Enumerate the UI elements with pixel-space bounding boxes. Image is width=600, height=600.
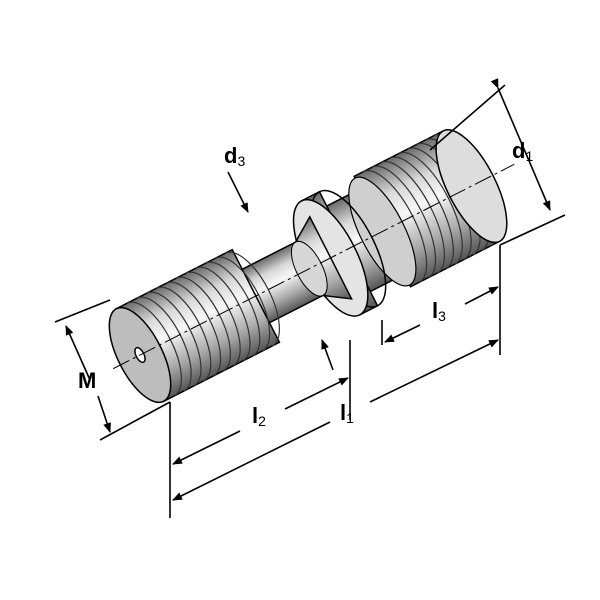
label-l1-main: l bbox=[340, 400, 347, 425]
thread-groove bbox=[371, 165, 437, 279]
label-l3-main: l bbox=[432, 298, 439, 323]
l1-dimension-arrow bbox=[172, 421, 331, 501]
l1-dimension-arrow bbox=[369, 339, 499, 403]
m-extension-line bbox=[99, 401, 171, 441]
center-axis bbox=[113, 163, 515, 370]
d1-dimension-arrow bbox=[490, 78, 551, 211]
l2-dimension-arrow bbox=[172, 430, 241, 465]
label-l2: l2 bbox=[252, 403, 266, 429]
label-d3: d3 bbox=[224, 143, 246, 169]
label-l3: l3 bbox=[432, 298, 446, 324]
pull-stud-body bbox=[108, 129, 515, 404]
thread-groove bbox=[166, 281, 222, 377]
d1-extension-line bbox=[499, 214, 566, 246]
d3-dimension-arrow bbox=[227, 171, 249, 213]
label-l3-subscript: 3 bbox=[438, 308, 446, 324]
label-d3-main: d bbox=[224, 143, 238, 168]
l2-dimension-arrow bbox=[284, 377, 349, 410]
label-d1-subscript: 1 bbox=[525, 148, 534, 164]
l3-dimension-arrow bbox=[464, 286, 499, 305]
label-M-main: M bbox=[78, 368, 97, 393]
label-d3-subscript: 3 bbox=[237, 153, 246, 169]
m-dimension-arrow bbox=[97, 395, 111, 433]
label-l2-main: l bbox=[252, 403, 259, 428]
d3-dimension-arrow bbox=[321, 339, 334, 371]
label-d1: d1 bbox=[512, 138, 534, 164]
m-dimension-arrow bbox=[65, 325, 91, 381]
l3-dimension-arrow bbox=[384, 324, 421, 343]
thread-groove bbox=[146, 291, 202, 387]
label-d1-main: d bbox=[512, 138, 526, 163]
label-l1: l1 bbox=[340, 400, 354, 426]
label-l2-subscript: 2 bbox=[258, 413, 266, 429]
label-l1-subscript: 1 bbox=[346, 410, 354, 426]
label-M: M bbox=[78, 370, 96, 392]
dimension-lines bbox=[54, 78, 566, 518]
m-extension-line bbox=[54, 299, 111, 323]
